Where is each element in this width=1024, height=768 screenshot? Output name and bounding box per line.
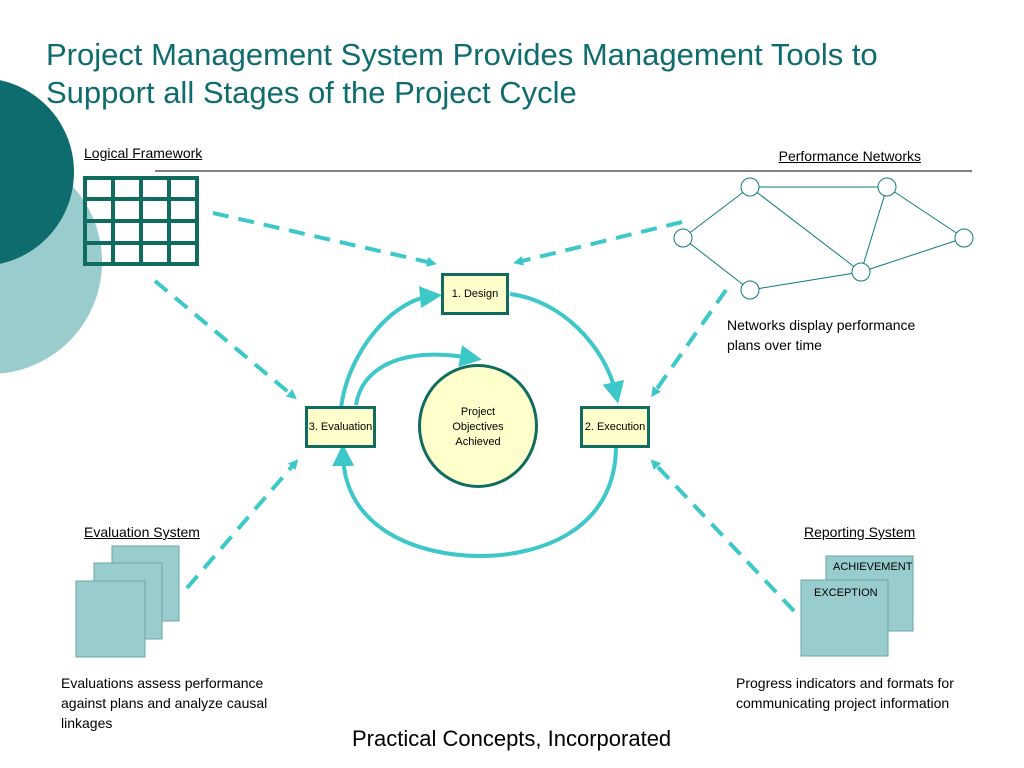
network-node bbox=[740, 177, 760, 197]
arrow-evaluation-to-design bbox=[339, 286, 442, 409]
design-node: 1. Design bbox=[441, 273, 509, 315]
reporting-system-caption: Progress indicators and formats for comm… bbox=[736, 675, 954, 711]
arrow-network-to-design bbox=[513, 220, 683, 266]
exception-doc-label: EXCEPTION bbox=[814, 587, 878, 599]
reporting-system-label: Reporting System bbox=[804, 524, 916, 540]
network-node bbox=[954, 228, 974, 248]
performance-network-icon bbox=[673, 177, 974, 300]
reporting-documents-icon bbox=[800, 555, 914, 657]
achievement-doc-label: ACHIEVEMENT bbox=[833, 561, 913, 573]
evaluation-system-label: Evaluation System bbox=[84, 524, 200, 540]
slide-title: Project Management System Provides Manag… bbox=[46, 37, 878, 110]
arrow-network-to-execution bbox=[651, 288, 728, 398]
evaluation-system-caption: Evaluations assess performance against p… bbox=[61, 675, 268, 731]
project-objectives-circle: Project Objectives Achieved bbox=[418, 364, 538, 488]
arrow-design-to-execution bbox=[509, 292, 625, 404]
arrow-evaluation-to-objectives bbox=[354, 345, 482, 406]
footer-company: Practical Concepts, Incorporated bbox=[352, 726, 672, 751]
logical-framework-label: Logical Framework bbox=[84, 145, 203, 161]
arrow-reporting-to-execution bbox=[650, 459, 796, 613]
performance-networks-caption: Networks display performance plans over … bbox=[727, 317, 916, 353]
performance-networks-label: Performance Networks bbox=[778, 148, 921, 164]
project-objectives-text: Project Objectives Achieved bbox=[452, 406, 504, 448]
execution-node: 2. Execution bbox=[580, 406, 650, 448]
network-node bbox=[673, 228, 693, 248]
arrow-execution-to-evaluation bbox=[332, 444, 618, 559]
network-node bbox=[740, 280, 760, 300]
arrow-logframe-to-design bbox=[212, 211, 437, 267]
logframe-grid-icon bbox=[83, 176, 199, 266]
evaluation-node: 3. Evaluation bbox=[305, 406, 376, 448]
network-node bbox=[877, 177, 897, 197]
decorative-dark-circle bbox=[0, 80, 74, 264]
network-node bbox=[851, 262, 871, 282]
arrow-logframe-to-evaluation bbox=[153, 279, 297, 400]
arrow-evaluation-system-to-evaluation bbox=[185, 459, 299, 590]
evaluation-documents-icon bbox=[75, 545, 180, 658]
